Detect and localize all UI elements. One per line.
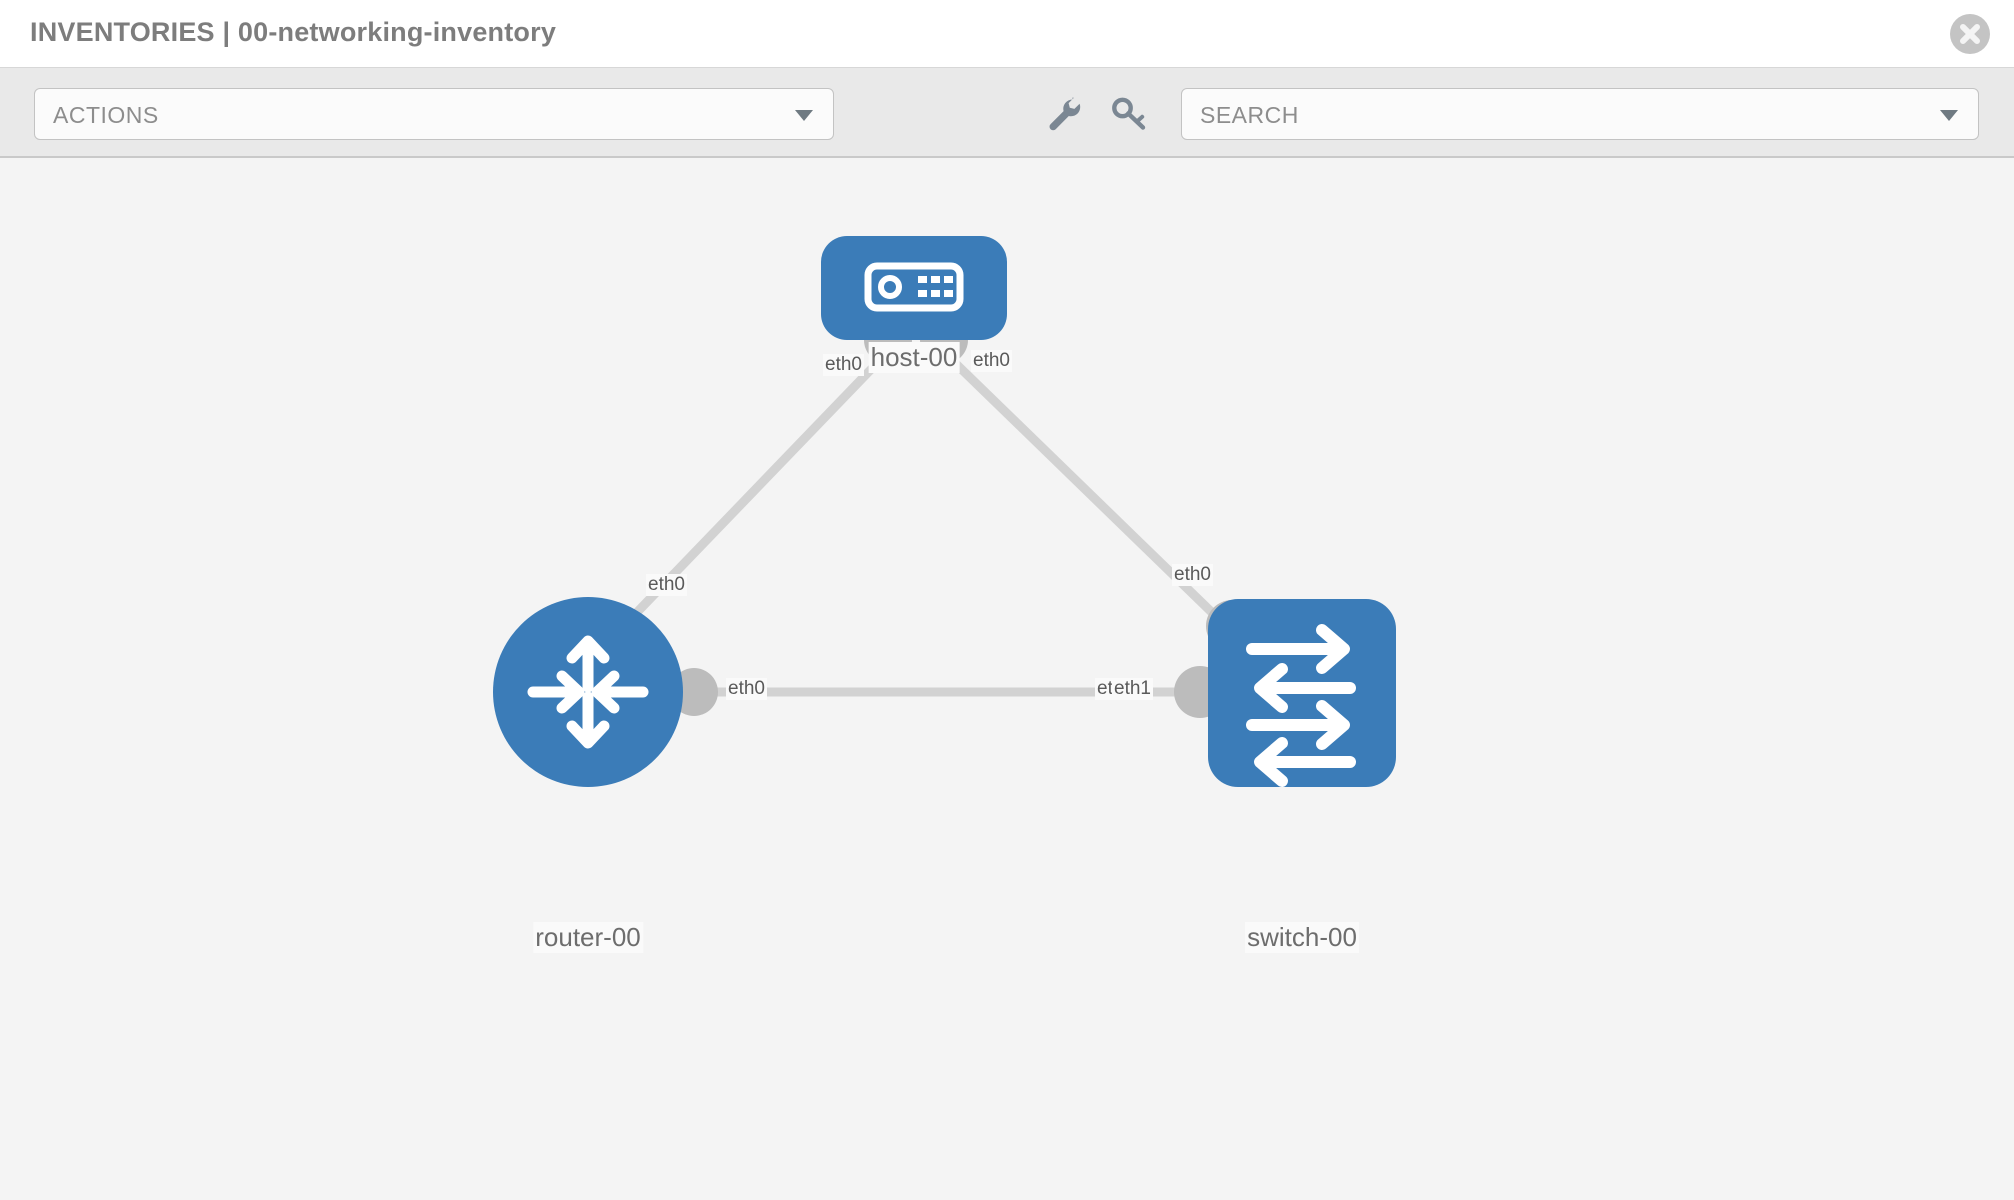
actions-dropdown[interactable]: ACTIONS [34, 88, 834, 140]
server-icon [864, 262, 964, 312]
chevron-down-icon [795, 110, 813, 121]
toolbar: ACTIONS SEARCH [0, 68, 2014, 158]
node-label-host-00: host-00 [868, 342, 960, 373]
switch-arrows-icon [1246, 624, 1356, 787]
node-router-00[interactable] [493, 597, 683, 787]
key-icon[interactable] [1108, 93, 1150, 135]
node-label-switch-00: switch-00 [1245, 922, 1359, 953]
router-arrows-icon [527, 635, 649, 749]
iface-label-switch00-lan: eth1 [1112, 678, 1153, 700]
search-input[interactable]: SEARCH [1181, 88, 1979, 140]
chevron-down-icon[interactable] [1940, 110, 1958, 121]
iface-label-router00-lan: eth0 [726, 678, 767, 700]
page-header: INVENTORIES | 00-networking-inventory [0, 0, 2014, 68]
topology-canvas[interactable]: host-00 router-00 switch-00 eth0 eth0 et… [0, 160, 2014, 1200]
iface-label-switch00-uplink: eth0 [1172, 564, 1213, 586]
wrench-icon[interactable] [1043, 93, 1085, 135]
node-label-router-00: router-00 [533, 922, 643, 953]
node-switch-00[interactable] [1208, 599, 1396, 787]
iface-label-router00-uplink: eth0 [646, 574, 687, 596]
iface-label-host00-left: eth0 [823, 354, 864, 376]
topology-graph[interactable] [0, 160, 2014, 1200]
iface-label-host00-right: eth0 [971, 350, 1012, 372]
edge-host00-switch00[interactable] [948, 356, 1234, 634]
page-title: INVENTORIES | 00-networking-inventory [30, 17, 557, 47]
node-host-00[interactable] [821, 236, 1007, 340]
actions-dropdown-label: ACTIONS [53, 102, 159, 128]
close-icon[interactable] [1950, 14, 1990, 54]
search-placeholder: SEARCH [1200, 102, 1299, 128]
